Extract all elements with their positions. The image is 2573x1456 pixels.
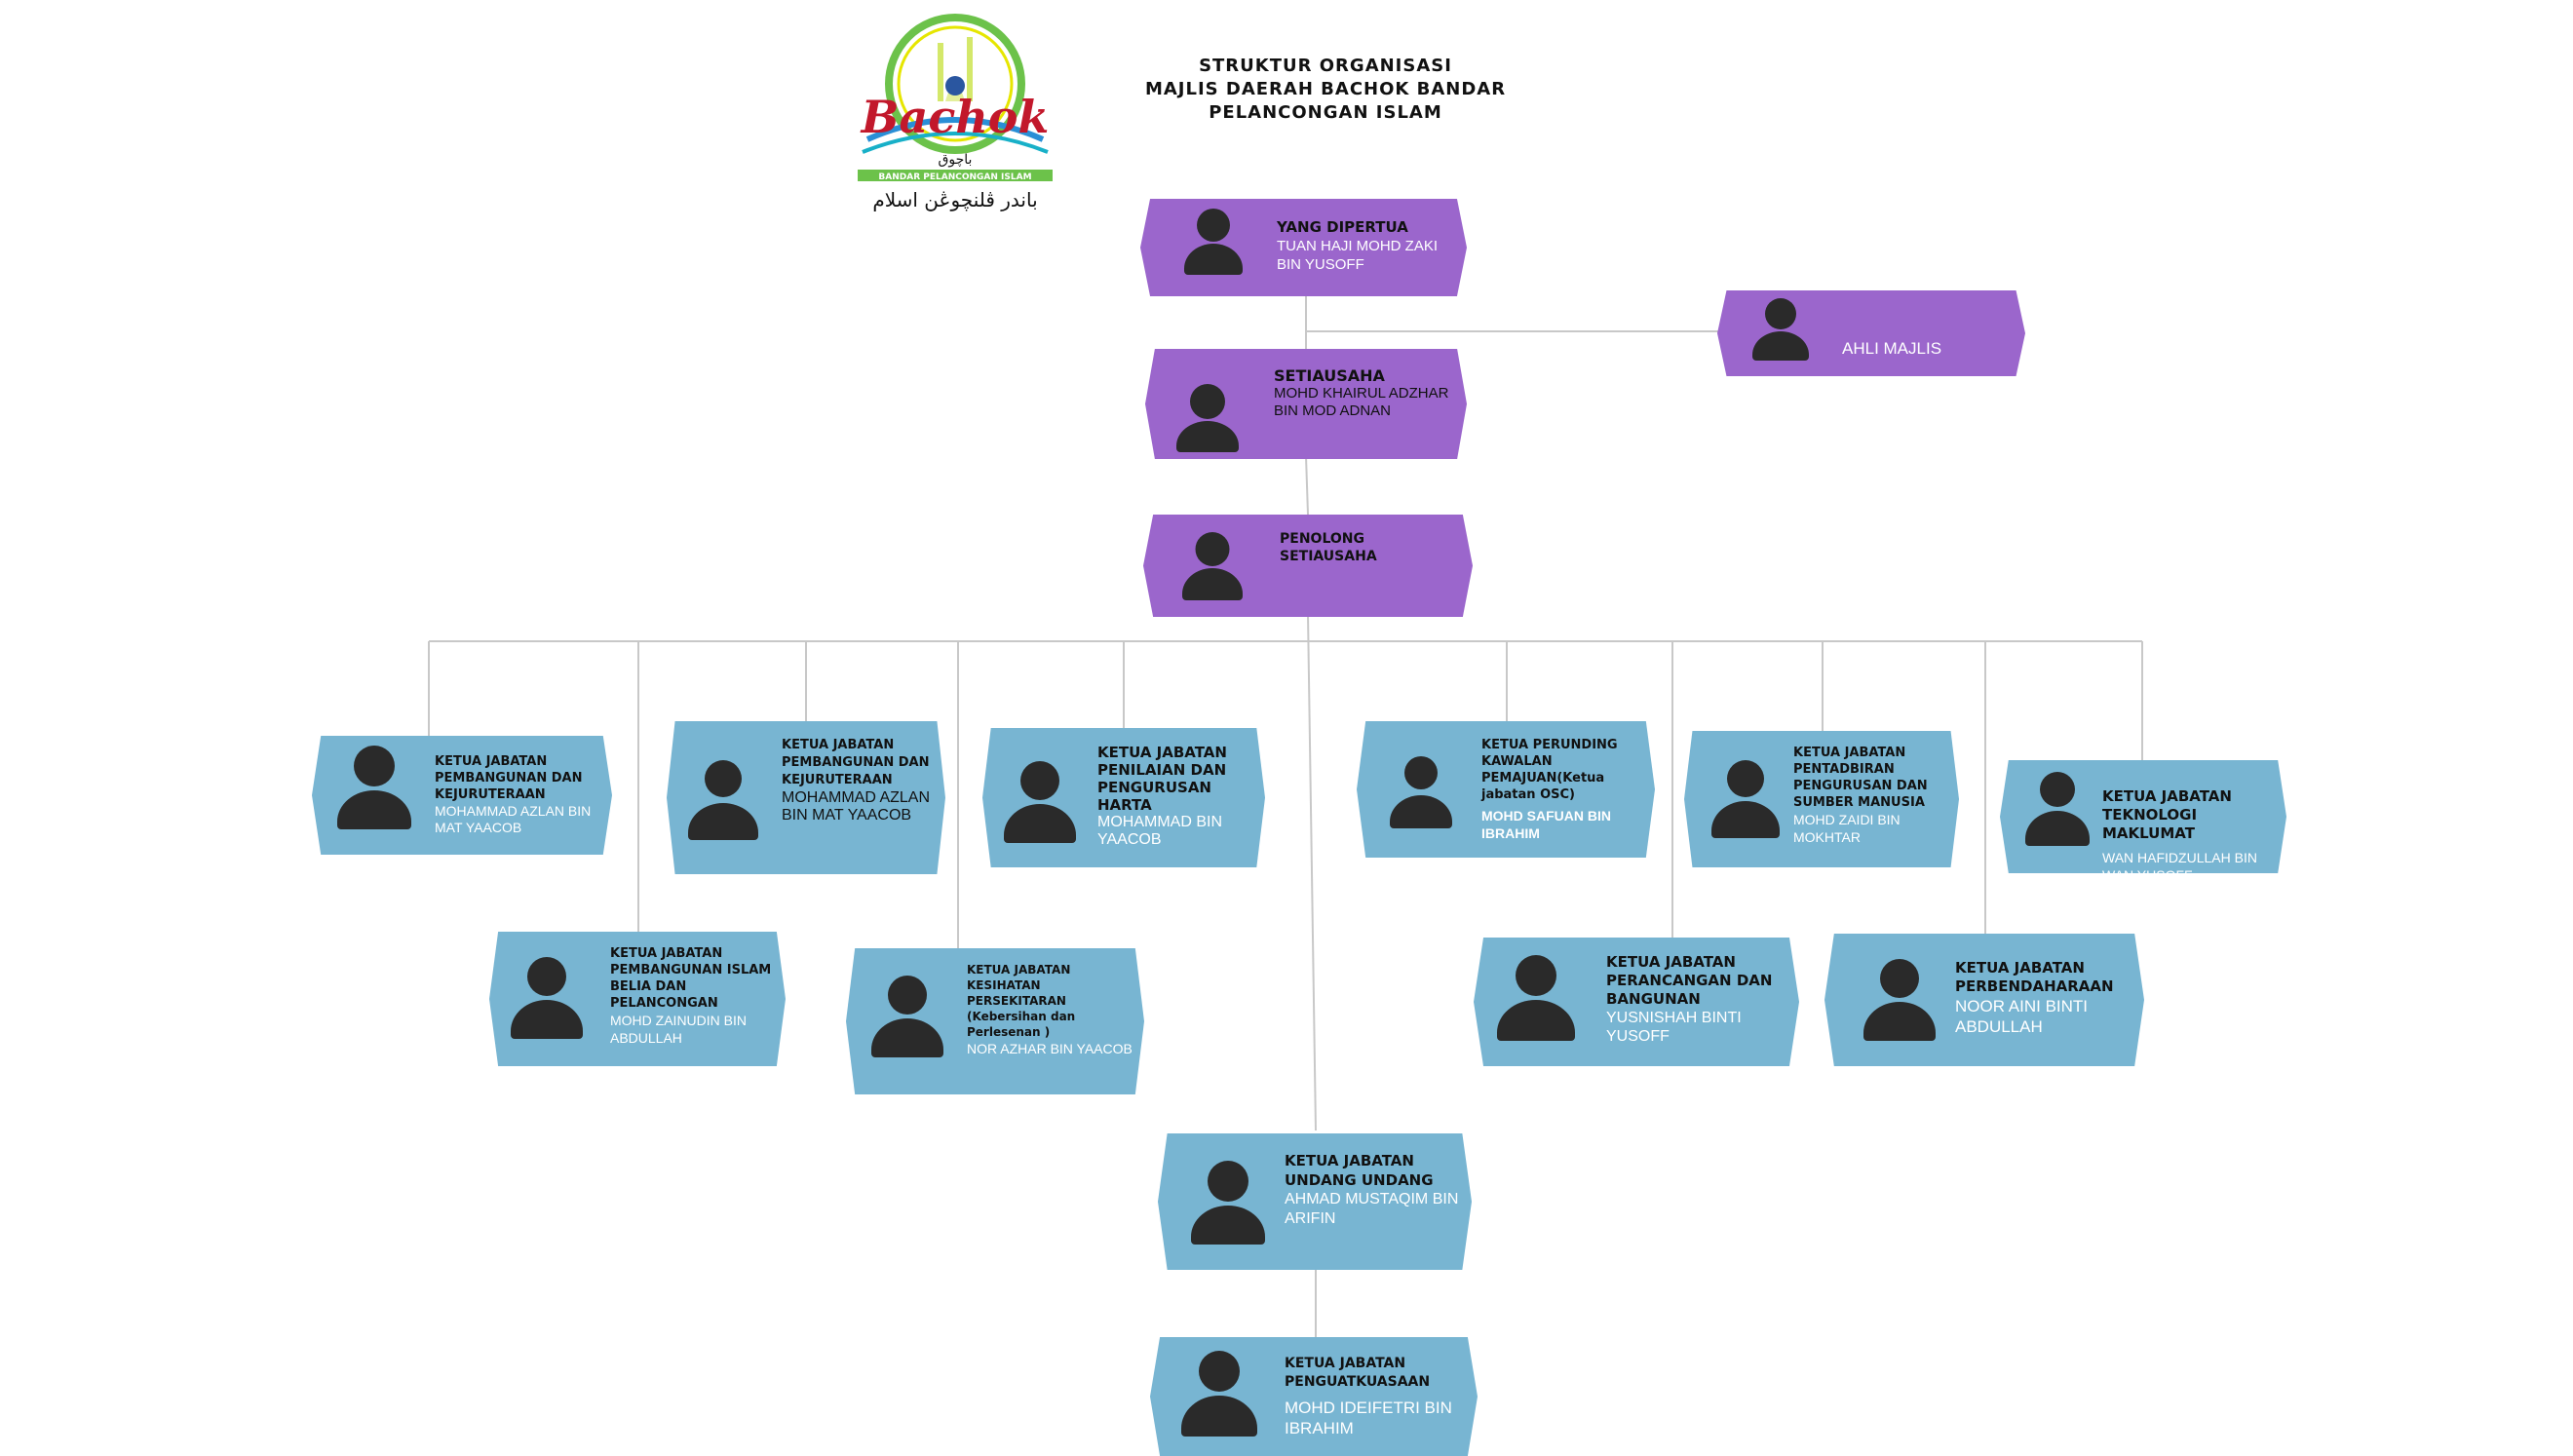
node-pembangunan-kejuruteraan-1: KETUA JABATAN PEMBANGUNAN DAN KEJURUTERA… — [312, 736, 612, 855]
svg-text:Bachok: Bachok — [860, 91, 1050, 143]
node-penilaian-harta: KETUA JABATAN PENILAIAN DAN PENGURUSAN H… — [982, 728, 1265, 867]
person-icon — [511, 957, 583, 1039]
person-icon — [2025, 772, 2090, 846]
node-person-name: MOHD IDEIFETRI BIN IBRAHIM — [1285, 1399, 1452, 1437]
svg-text:باندر ڤلنچوڠن اسلام: باندر ڤلنچوڠن اسلام — [872, 188, 1037, 211]
node-role: KETUA JABATAN PENGUATKUASAAN — [1285, 1356, 1431, 1390]
title-line-1: STRUKTUR ORGANISASI — [1199, 56, 1452, 76]
person-icon — [1181, 1351, 1257, 1437]
node-role: YANG DIPERTUA — [1277, 218, 1408, 236]
node-person-name: TUAN HAJI MOHD ZAKI BIN YUSOFF — [1277, 238, 1439, 273]
node-person-name: MOHAMMAD AZLAN BIN MAT YAACOB — [435, 803, 592, 835]
person-icon — [1752, 298, 1809, 361]
person-icon — [1711, 760, 1780, 838]
chart-title: STRUKTUR ORGANISASI MAJLIS DAERAH BACHOK… — [1062, 55, 1589, 125]
node-role: KETUA JABATAN PENTADBIRAN PENGURUSAN DAN… — [1793, 746, 1928, 810]
council-logo: Bachok باچوق BANDAR PELANCONGAN ISLAM با… — [858, 14, 1053, 211]
node-role: KETUA JABATAN PERBENDAHARAAN — [1955, 959, 2114, 995]
node-ahli-majlis: AHLI MAJLIS — [1717, 290, 2025, 376]
node-person-name: YUSNISHAH BINTI YUSOFF — [1606, 1010, 1742, 1045]
person-icon — [337, 746, 411, 829]
node-person-name: AHLI MAJLIS — [1842, 339, 1942, 358]
node-person-name: NOOR AINI BINTI ABDULLAH — [1955, 997, 2089, 1036]
person-icon — [871, 976, 943, 1057]
node-person-name: MOHD ZAIDI BIN MOKHTAR — [1793, 812, 1901, 845]
person-icon — [688, 760, 758, 840]
node-role: KETUA PERUNDING KAWALAN PEMAJUAN(Ketua j… — [1481, 738, 1618, 802]
node-role: KETUA JABATAN PEMBANGUNAN DAN KEJURUTERA… — [782, 738, 930, 787]
person-icon — [1497, 955, 1575, 1041]
person-icon — [1004, 761, 1076, 843]
person-icon — [1390, 756, 1452, 828]
node-kesihatan: KETUA JABATAN KESIHATAN PERSEKITARAN (Ke… — [846, 948, 1144, 1094]
node-perbendaharaan: KETUA JABATAN PERBENDAHARAAN NOOR AINI B… — [1824, 934, 2144, 1066]
node-role: KETUA JABATAN UNDANG UNDANG — [1285, 1152, 1434, 1189]
node-undang: KETUA JABATAN UNDANG UNDANG AHMAD MUSTAQ… — [1158, 1133, 1472, 1270]
node-role: SETIAUSAHA — [1274, 366, 1385, 385]
person-icon — [1191, 1161, 1265, 1245]
node-role: KETUA JABATAN TEKNOLOGI MAKLUMAT — [2102, 787, 2232, 842]
node-person-name: WAN HAFIDZULLAH BIN WAN YUSOFF — [2102, 850, 2257, 883]
node-person-name: NOR AZHAR BIN YAACOB — [967, 1041, 1133, 1056]
node-person-name: MOHD SAFUAN BIN IBRAHIM — [1481, 808, 1611, 841]
node-pembangunan-kejuruteraan-2: KETUA JABATAN PEMBANGUNAN DAN KEJURUTERA… — [667, 721, 945, 874]
svg-text:BANDAR PELANCONGAN ISLAM: BANDAR PELANCONGAN ISLAM — [878, 172, 1031, 182]
title-line-2: MAJLIS DAERAH BACHOK BANDAR — [1144, 79, 1507, 99]
node-pembangunan-islam: KETUA JABATAN PEMBANGUNAN ISLAM BELIA DA… — [489, 932, 786, 1066]
node-person-name: MOHAMMAD BIN YAACOB — [1097, 814, 1222, 848]
svg-text:باچوق: باچوق — [939, 152, 973, 168]
node-role: KETUA JABATAN PEMBANGUNAN ISLAM BELIA DA… — [610, 946, 772, 1011]
node-person-name: MOHD KHAIRUL ADZHAR BIN MOD ADNAN — [1274, 385, 1449, 419]
node-penolong-setiausaha: PENOLONG SETIAUSAHA — [1143, 515, 1473, 617]
node-role: KETUA JABATAN PEMBANGUNAN DAN KEJURUTERA… — [435, 754, 583, 802]
node-teknologi-maklumat: KETUA JABATAN TEKNOLOGI MAKLUMAT WAN HAF… — [2000, 760, 2286, 873]
node-penguatkuasaan: KETUA JABATAN PENGUATKUASAAN MOHD IDEIFE… — [1150, 1337, 1478, 1456]
title-line-3: PELANCONGAN ISLAM — [1209, 102, 1442, 123]
person-icon — [1182, 532, 1243, 600]
node-perancangan: KETUA JABATAN PERANCANGAN DAN BANGUNAN Y… — [1474, 938, 1799, 1066]
person-icon — [1184, 209, 1243, 275]
person-icon — [1863, 959, 1936, 1041]
node-person-name: AHMAD MUSTAQIM BIN ARIFIN — [1285, 1191, 1459, 1227]
node-role: KETUA JABATAN KESIHATAN PERSEKITARAN (Ke… — [967, 963, 1076, 1039]
node-role: KETUA JABATAN PENILAIAN DAN PENGURUSAN H… — [1097, 744, 1227, 814]
node-role: PENOLONG SETIAUSAHA — [1280, 531, 1377, 564]
node-setiausaha: SETIAUSAHA MOHD KHAIRUL ADZHAR BIN MOD A… — [1145, 349, 1467, 459]
node-pentadbiran: KETUA JABATAN PENTADBIRAN PENGURUSAN DAN… — [1684, 731, 1959, 867]
person-icon — [1176, 384, 1239, 452]
node-person-name: MOHD ZAINUDIN BIN ABDULLAH — [610, 1013, 747, 1046]
node-person-name: MOHAMMAD AZLAN BIN MAT YAACOB — [782, 789, 931, 824]
node-role: KETUA JABATAN PERANCANGAN DAN BANGUNAN — [1606, 953, 1773, 1008]
node-perunding-pemajuan: KETUA PERUNDING KAWALAN PEMAJUAN(Ketua j… — [1357, 721, 1655, 858]
node-yang-dipertua: YANG DIPERTUA TUAN HAJI MOHD ZAKI BIN YU… — [1140, 199, 1467, 296]
